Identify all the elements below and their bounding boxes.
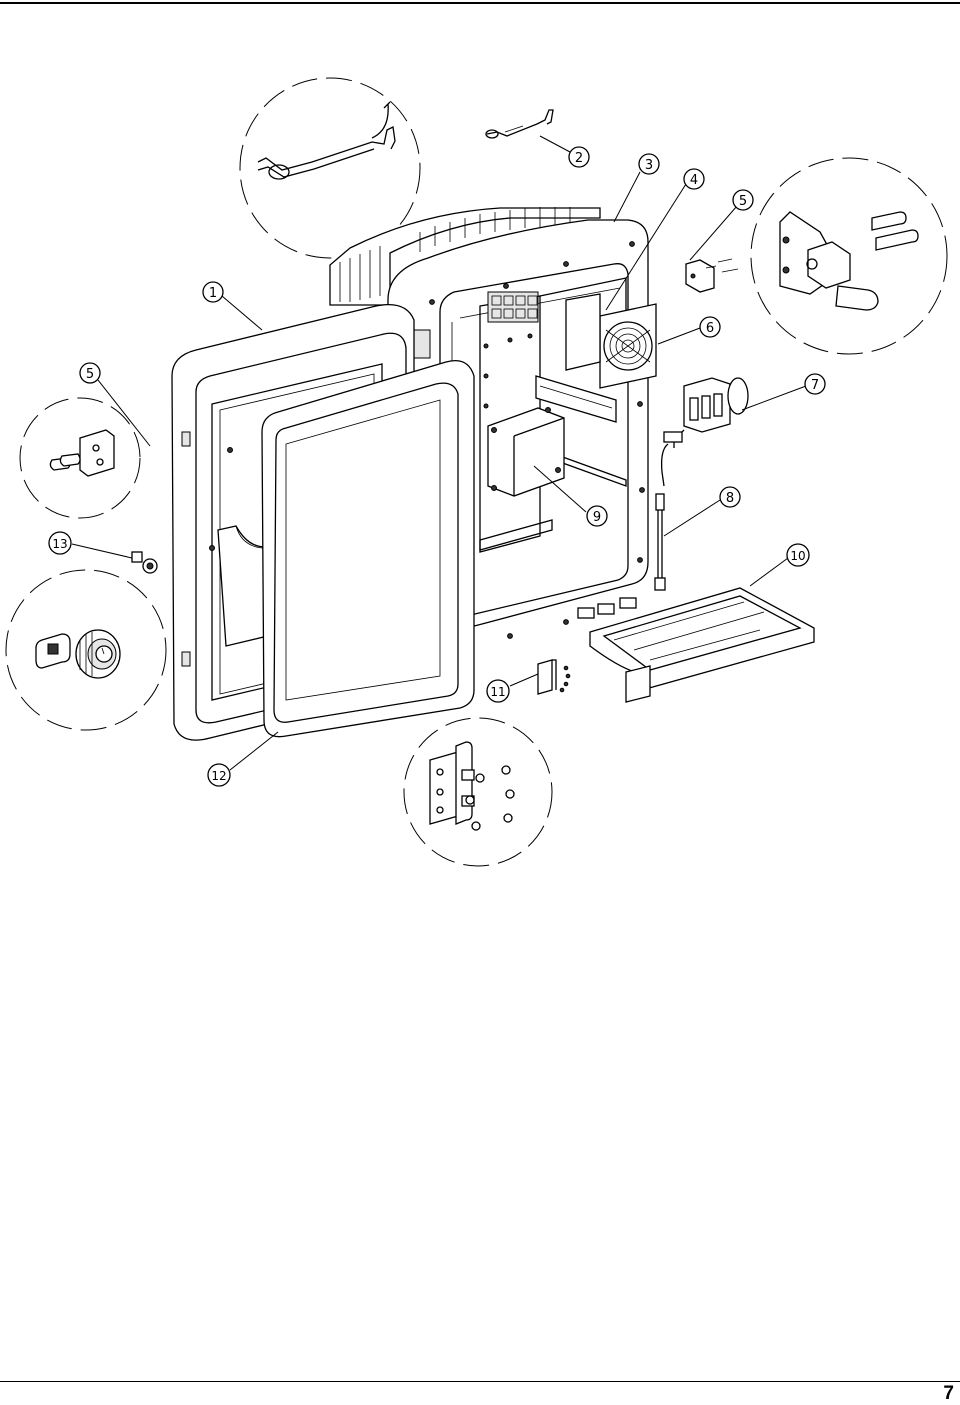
callout-3: 3 — [638, 153, 660, 175]
part-6-fan — [565, 293, 657, 389]
callout-2: 2 — [568, 146, 590, 168]
callout-11: 11 — [486, 679, 510, 703]
part-12-gasket — [261, 359, 475, 738]
part-13-lock — [131, 551, 158, 574]
svg-text:6: 6 — [706, 321, 714, 336]
detail-circle-latch — [750, 157, 948, 355]
svg-text:7: 7 — [811, 378, 819, 393]
detail-circle-hook — [239, 77, 421, 259]
part-8-probe — [654, 493, 666, 591]
part-5-latch-small — [685, 258, 739, 293]
part-7-thermostat — [660, 377, 749, 487]
svg-text:10: 10 — [790, 549, 805, 563]
part-10-tray — [589, 587, 815, 703]
svg-text:3: 3 — [645, 158, 653, 173]
svg-text:9: 9 — [593, 510, 601, 525]
callout-9: 9 — [586, 505, 608, 527]
svg-text:5: 5 — [86, 367, 94, 382]
svg-text:12: 12 — [211, 769, 226, 783]
callout-1: 1 — [202, 281, 224, 303]
callout-6: 6 — [699, 316, 721, 338]
svg-text:5: 5 — [739, 194, 747, 209]
svg-text:4: 4 — [690, 173, 698, 188]
callout-12: 12 — [207, 763, 231, 787]
leader-lines — [71, 135, 807, 771]
part-11-hinge — [537, 659, 571, 695]
detail-circle-lock — [5, 569, 167, 731]
svg-text:13: 13 — [52, 537, 67, 551]
callout-7: 7 — [804, 373, 826, 395]
callout-5-left: 5 — [79, 362, 101, 384]
callout-8: 8 — [719, 486, 741, 508]
callout-10: 10 — [786, 543, 810, 567]
svg-text:11: 11 — [490, 685, 505, 699]
page-number: 7 — [943, 1383, 954, 1404]
part-2-hook — [485, 109, 554, 139]
part-9-junction-box — [487, 407, 565, 497]
detail-circle-hinge — [403, 717, 553, 867]
top-rule — [0, 2, 960, 4]
callout-13: 13 — [48, 531, 72, 555]
callout-5-right: 5 — [732, 189, 754, 211]
callouts: 2 3 4 5 1 5 6 — [48, 146, 826, 787]
svg-text:2: 2 — [575, 151, 583, 166]
bottom-rule — [0, 1381, 960, 1382]
svg-text:8: 8 — [726, 491, 734, 506]
callout-4: 4 — [683, 168, 705, 190]
detail-circle-clip — [19, 397, 141, 519]
svg-text:1: 1 — [209, 286, 217, 301]
